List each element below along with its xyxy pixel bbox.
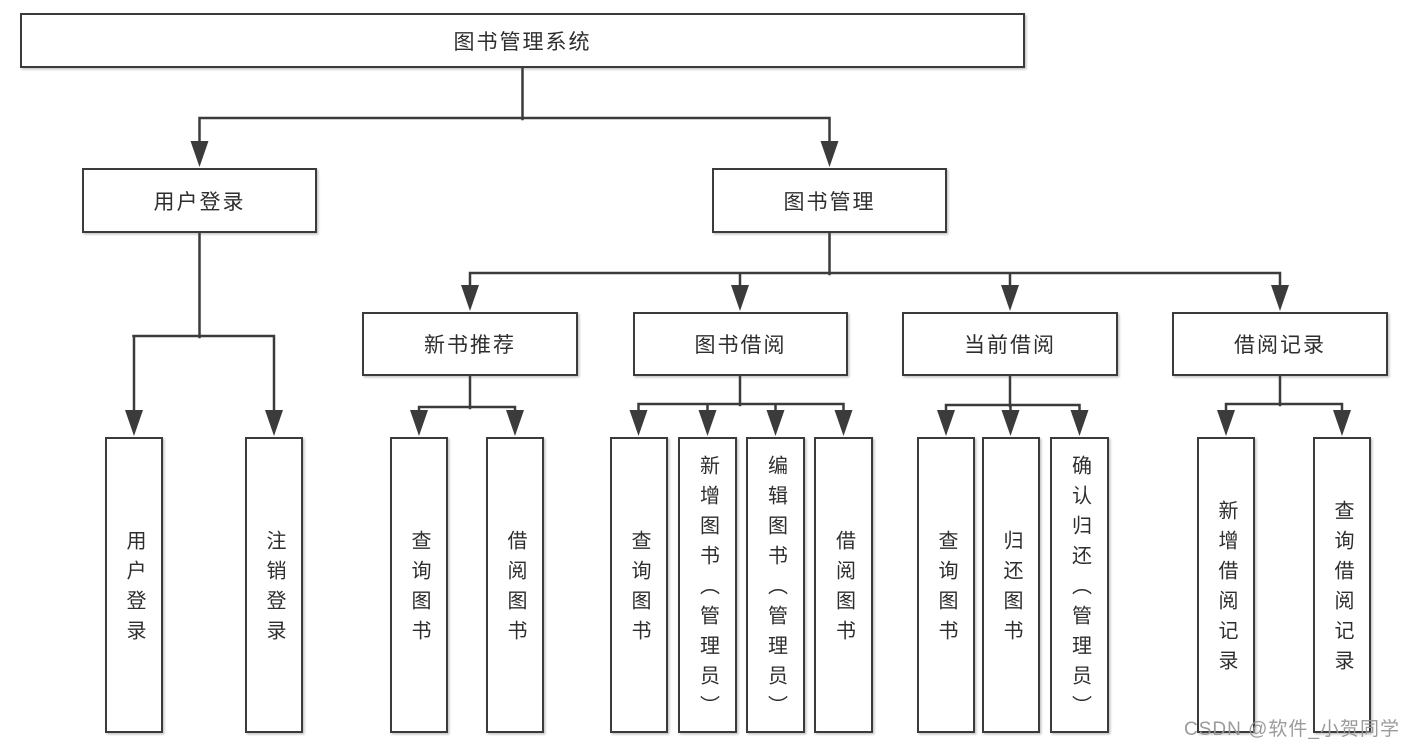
node-label: 用户登录 bbox=[153, 190, 246, 214]
leaf-add-book-admin: 新增图书（管理员） bbox=[678, 437, 737, 733]
leaf-add-borrow-record: 新增借阅记录 bbox=[1197, 437, 1255, 733]
leaf-confirm-return-admin: 确认归还（管理员） bbox=[1050, 437, 1109, 733]
node-label: 当前借阅 bbox=[964, 334, 1056, 357]
leaf-return-book: 归还图书 bbox=[982, 437, 1040, 733]
leaf-logout: 注销登录 bbox=[245, 437, 303, 733]
node-user-login: 用户登录 bbox=[82, 168, 317, 233]
leaf-label: 归还图书 bbox=[1000, 530, 1022, 650]
node-current-borrowing: 当前借阅 bbox=[902, 312, 1118, 376]
node-label: 图书借阅 bbox=[694, 334, 787, 357]
leaf-query-books-current: 查询图书 bbox=[917, 437, 975, 733]
leaf-label: 查询图书 bbox=[628, 530, 650, 650]
tree-edges bbox=[132, 65, 1344, 416]
leaf-borrow-books-recommend: 借阅图书 bbox=[486, 437, 544, 733]
leaf-label: 查询图书 bbox=[408, 530, 430, 650]
leaf-query-books-borrow: 查询图书 bbox=[610, 437, 668, 733]
leaf-edit-book-admin: 编辑图书（管理员） bbox=[746, 437, 805, 733]
node-label: 图书管理系统 bbox=[453, 30, 592, 54]
leaf-label: 查询图书 bbox=[935, 530, 957, 650]
leaf-user-login: 用户登录 bbox=[105, 437, 163, 733]
arrowheads bbox=[125, 141, 1351, 436]
node-label: 借阅记录 bbox=[1234, 334, 1326, 357]
node-book-management: 图书管理 bbox=[712, 168, 947, 233]
node-new-book-recommend: 新书推荐 bbox=[362, 312, 578, 376]
node-library-system: 图书管理系统 bbox=[20, 13, 1025, 68]
leaf-label: 注销登录 bbox=[263, 530, 285, 650]
leaf-label: 查询借阅记录 bbox=[1331, 500, 1353, 680]
node-label: 图书管理 bbox=[783, 190, 876, 214]
node-borrowing-records: 借阅记录 bbox=[1172, 312, 1388, 376]
leaf-label: 新增借阅记录 bbox=[1215, 500, 1237, 680]
leaf-label: 借阅图书 bbox=[504, 530, 526, 650]
leaf-label: 用户登录 bbox=[123, 530, 145, 650]
leaf-borrow-books: 借阅图书 bbox=[814, 437, 873, 733]
leaf-label: 编辑图书（管理员） bbox=[764, 455, 787, 725]
csdn-watermark: CSDN @软件_小贺同学 bbox=[1184, 719, 1400, 740]
node-book-borrowing: 图书借阅 bbox=[633, 312, 848, 376]
leaf-query-borrow-record: 查询借阅记录 bbox=[1313, 437, 1371, 733]
leaf-query-books-recommend: 查询图书 bbox=[390, 437, 448, 733]
node-label: 新书推荐 bbox=[424, 334, 516, 357]
leaf-label: 借阅图书 bbox=[832, 530, 855, 650]
leaf-label: 新增图书（管理员） bbox=[696, 455, 719, 725]
leaf-label: 确认归还（管理员） bbox=[1068, 455, 1091, 725]
